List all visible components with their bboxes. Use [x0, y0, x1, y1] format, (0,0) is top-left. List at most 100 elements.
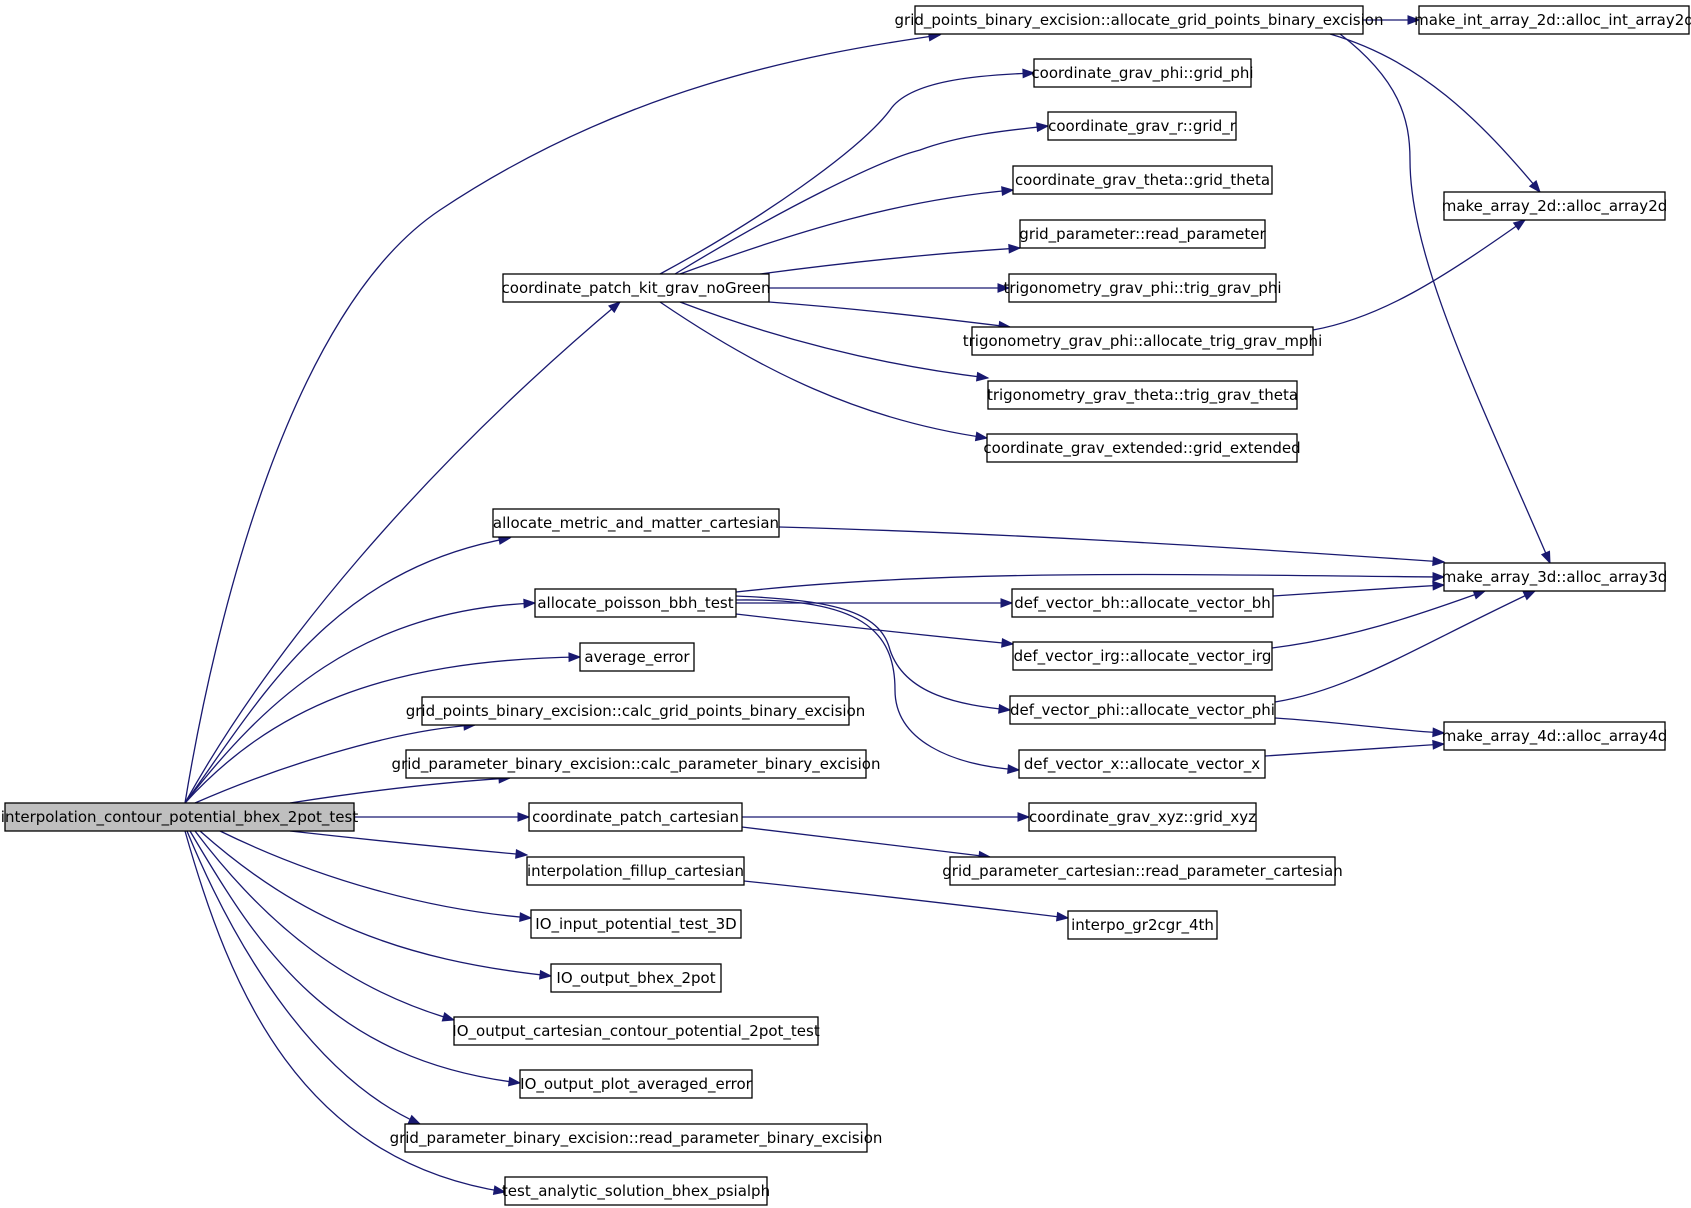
- edge-line: [674, 125, 1049, 275]
- node-trig-mphi[interactable]: trigonometry_grav_phi::allocate_trig_gra…: [963, 326, 1322, 356]
- node-grid-ext[interactable]: coordinate_grav_extended::grid_extended: [983, 433, 1301, 463]
- edge-root-to-avg_err: [184, 652, 582, 804]
- node-label: grid_parameter_binary_excision::calc_par…: [392, 755, 881, 774]
- node-io-contour[interactable]: IO_output_cartesian_contour_potential_2p…: [452, 1016, 820, 1046]
- edge-root-to-ifc: [289, 830, 529, 859]
- edge-root-to-io_contour: [194, 830, 456, 1022]
- edges-layer: [184, 15, 1551, 1196]
- edge-trig_mphi-to-arr2d: [1312, 219, 1527, 331]
- node-box[interactable]: [971, 326, 1314, 356]
- node-label: interpo_gr2cgr_4th: [1071, 916, 1214, 935]
- node-box[interactable]: [1012, 641, 1273, 671]
- node-root[interactable]: interpolation_contour_potential_bhex_2po…: [1, 802, 359, 832]
- node-ifc[interactable]: interpolation_fillup_cartesian: [526, 856, 745, 886]
- node-read-pbe[interactable]: grid_parameter_binary_excision::read_par…: [390, 1123, 883, 1153]
- node-virg[interactable]: def_vector_irg::allocate_vector_irg: [1012, 641, 1273, 671]
- node-vbh[interactable]: def_vector_bh::allocate_vector_bh: [1011, 588, 1274, 618]
- node-grid-r[interactable]: coordinate_grav_r::grid_r: [1047, 111, 1237, 141]
- edge-root-to-gpbe_alloc: [184, 31, 942, 804]
- node-box[interactable]: [1008, 273, 1277, 303]
- node-cpk[interactable]: coordinate_patch_kit_grav_noGreen: [502, 273, 771, 303]
- edge-root-to-io_bhex: [199, 830, 553, 980]
- node-box[interactable]: [1009, 695, 1276, 725]
- edge-line: [735, 599, 1020, 771]
- node-box[interactable]: [1011, 588, 1274, 618]
- node-box[interactable]: [4, 802, 355, 832]
- node-gpbe-alloc[interactable]: grid_points_binary_excision::allocate_gr…: [895, 5, 1384, 35]
- node-label: coordinate_patch_cartesian: [532, 808, 739, 827]
- node-box[interactable]: [502, 273, 770, 303]
- node-vx[interactable]: def_vector_x::allocate_vector_x: [1018, 749, 1266, 779]
- node-test-an[interactable]: test_analytic_solution_bhex_psialph: [502, 1176, 770, 1206]
- node-box[interactable]: [526, 856, 745, 886]
- node-box[interactable]: [1418, 5, 1690, 35]
- node-box[interactable]: [949, 856, 1336, 886]
- node-read-pc[interactable]: grid_parameter_cartesian::read_parameter…: [942, 856, 1343, 886]
- edge-line: [289, 830, 528, 856]
- node-calc-pbe[interactable]: grid_parameter_binary_excision::calc_par…: [392, 749, 881, 779]
- node-box[interactable]: [1443, 562, 1666, 592]
- node-arr2d[interactable]: make_array_2d::alloc_array2d: [1442, 191, 1668, 221]
- node-box[interactable]: [987, 380, 1298, 410]
- node-label: make_array_4d::alloc_array4d: [1442, 727, 1668, 746]
- node-box[interactable]: [1033, 58, 1252, 88]
- node-box[interactable]: [550, 963, 722, 993]
- node-box[interactable]: [530, 909, 742, 939]
- node-int2d[interactable]: make_int_array_2d::alloc_int_array2d: [1414, 5, 1691, 35]
- edge-root-to-io_in: [219, 830, 533, 922]
- node-box[interactable]: [528, 802, 743, 832]
- node-box[interactable]: [492, 508, 780, 538]
- edge-gpbe_alloc-to-arr2d: [1329, 33, 1541, 194]
- node-label: make_array_3d::alloc_array3d: [1442, 568, 1668, 587]
- node-arr3d[interactable]: make_array_3d::alloc_array3d: [1442, 562, 1668, 592]
- node-label: trigonometry_grav_theta::trig_grav_theta: [987, 386, 1298, 405]
- edge-root-to-cpk: [184, 301, 622, 804]
- node-apbt[interactable]: allocate_poisson_bbh_test: [534, 588, 737, 618]
- node-box[interactable]: [914, 5, 1364, 35]
- node-arr4d[interactable]: make_array_4d::alloc_array4d: [1442, 721, 1668, 751]
- edge-cpk-to-grid_ext: [659, 301, 989, 442]
- node-interpo[interactable]: interpo_gr2cgr_4th: [1067, 910, 1218, 940]
- node-box[interactable]: [1443, 721, 1666, 751]
- node-box[interactable]: [405, 749, 867, 779]
- edge-arrowhead: [1432, 739, 1446, 750]
- node-amm[interactable]: allocate_metric_and_matter_cartesian: [492, 508, 780, 538]
- edge-gpbe_alloc-to-arr3d: [1339, 33, 1551, 565]
- node-box[interactable]: [986, 433, 1298, 463]
- node-box[interactable]: [1047, 111, 1237, 141]
- node-box[interactable]: [504, 1176, 768, 1206]
- node-trig-theta[interactable]: trigonometry_grav_theta::trig_grav_theta: [987, 380, 1298, 410]
- node-box[interactable]: [1443, 191, 1666, 221]
- node-box[interactable]: [1028, 802, 1257, 832]
- edge-arrowhead: [1022, 68, 1036, 79]
- node-box[interactable]: [519, 1069, 753, 1099]
- edge-apbt-to-vbh: [736, 598, 1014, 608]
- node-box[interactable]: [421, 696, 850, 726]
- nodes-layer: interpolation_contour_potential_bhex_2po…: [1, 5, 1691, 1206]
- node-box[interactable]: [1018, 749, 1266, 779]
- node-calc-gpbe[interactable]: grid_points_binary_excision::calc_grid_p…: [406, 696, 866, 726]
- edge-root-to-io_plot: [189, 830, 522, 1087]
- node-vphi[interactable]: def_vector_phi::allocate_vector_phi: [1009, 695, 1276, 725]
- node-read-param[interactable]: grid_parameter::read_parameter: [1019, 219, 1267, 249]
- node-io-in[interactable]: IO_input_potential_test_3D: [530, 909, 742, 939]
- node-grid-theta[interactable]: coordinate_grav_theta::grid_theta: [1012, 165, 1273, 195]
- node-trig-phi[interactable]: trigonometry_grav_phi::trig_grav_phi: [1003, 273, 1282, 303]
- node-avg-err[interactable]: average_error: [579, 642, 695, 672]
- node-io-plot[interactable]: IO_output_plot_averaged_error: [519, 1069, 753, 1099]
- edge-line: [735, 613, 1014, 645]
- node-box[interactable]: [579, 642, 695, 672]
- edge-line: [1272, 584, 1445, 597]
- node-box[interactable]: [1012, 165, 1273, 195]
- node-box[interactable]: [1019, 219, 1266, 249]
- node-box[interactable]: [1067, 910, 1218, 940]
- node-box[interactable]: [453, 1016, 819, 1046]
- node-box[interactable]: [534, 588, 737, 618]
- node-cpc[interactable]: coordinate_patch_cartesian: [528, 802, 743, 832]
- node-label: coordinate_grav_r::grid_r: [1048, 117, 1237, 136]
- node-io-bhex[interactable]: IO_output_bhex_2pot: [550, 963, 722, 993]
- edge-line: [184, 830, 506, 1193]
- node-box[interactable]: [404, 1123, 868, 1153]
- node-grid-phi[interactable]: coordinate_grav_phi::grid_phi: [1031, 58, 1254, 88]
- node-grid-xyz[interactable]: coordinate_grav_xyz::grid_xyz: [1028, 802, 1257, 832]
